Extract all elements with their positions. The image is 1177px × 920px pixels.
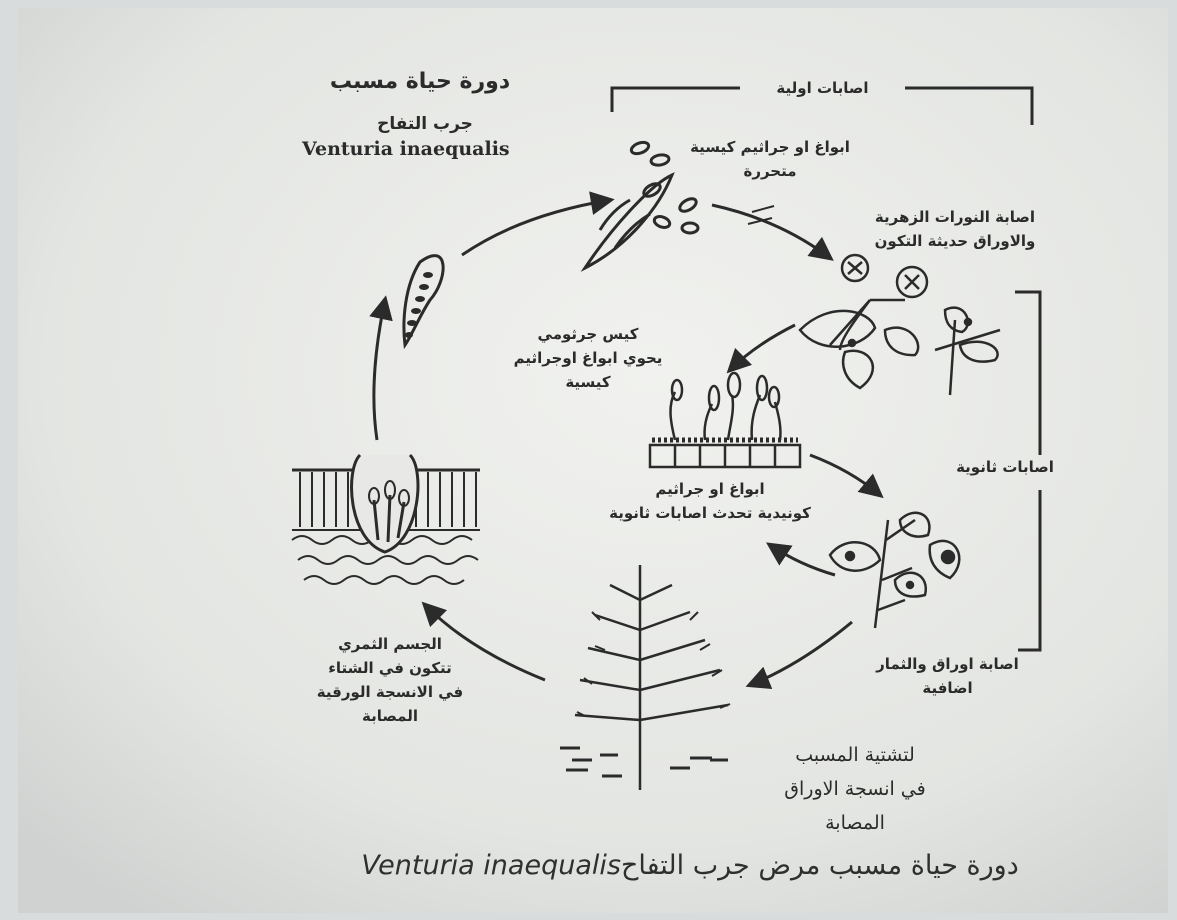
overwintering-label: لتشتية المسبب في انسجة الاوراق المصابة <box>735 738 975 840</box>
caption-arabic: دورة حياة مسبب مرض جرب التفاح <box>621 850 1019 881</box>
figure-caption: دورة حياة مسبب مرض جرب التفاحVenturia in… <box>280 850 1100 881</box>
pseudothecia-label: الجسم الثمري تتكون في الشتاء في الانسجة … <box>295 632 485 728</box>
primary-infections-label: اصابات اولية <box>740 76 905 100</box>
caption-latin: Venturia inaequalis <box>361 850 621 881</box>
released-ascospores-label: ابواغ او جراثيم كيسية متحررة <box>660 135 880 183</box>
conidia-label: ابواغ او جراثيم كونيدية تحدث اصابات ثانو… <box>550 477 870 525</box>
ascus-label: كيس جرثومي يحوي ابواغ اوجراثيم كيسية <box>498 322 678 394</box>
diagram-subtitle-latin: Venturia inaequalis <box>302 138 510 160</box>
leaf-fruit-infection-label: اصابة اوراق والثمار اضافية <box>840 652 1055 700</box>
diagram-title: دورة حياة مسبب <box>295 70 545 94</box>
secondary-infections-label: اصابات ثانوية <box>930 455 1080 479</box>
blossom-infection-label: اصابة النورات الزهرية والاوراق حديثة الت… <box>820 205 1090 253</box>
diagram-subtitle-disease: جرب التفاح <box>330 112 520 136</box>
